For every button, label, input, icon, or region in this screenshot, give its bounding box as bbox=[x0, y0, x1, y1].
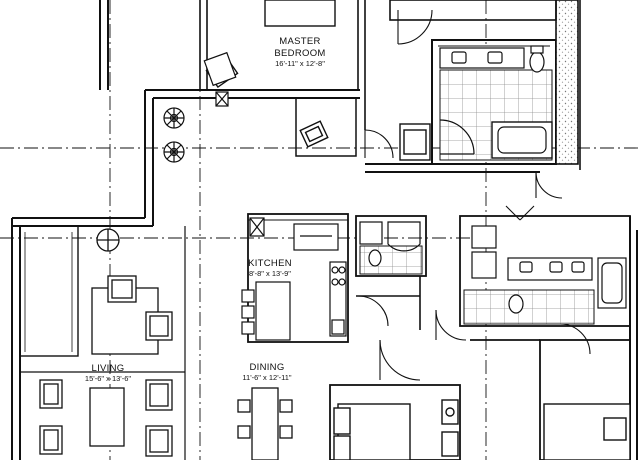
dining-dimensions: 11'-6" x 12'-11" bbox=[242, 373, 292, 382]
living-dimensions: 15'-6" x 13'-6" bbox=[85, 374, 131, 383]
master-bedroom-label-line2: BEDROOM bbox=[274, 48, 325, 59]
kitchen-label: KITCHEN bbox=[248, 258, 292, 269]
master-bedroom-label-line1: MASTER bbox=[279, 36, 320, 47]
master-bedroom-dimensions: 16'-11" x 12'-8" bbox=[275, 59, 325, 68]
kitchen-fixtures bbox=[241, 217, 347, 341]
bathroom-fixtures bbox=[359, 45, 627, 314]
light-fixtures bbox=[163, 107, 185, 163]
walls bbox=[11, 0, 638, 460]
columns bbox=[203, 51, 237, 107]
room-labels: MASTER BEDROOM 16'-11" x 12'-8" KITCHEN … bbox=[85, 36, 325, 383]
dining-furniture bbox=[237, 387, 293, 460]
dining-label: DINING bbox=[249, 362, 284, 373]
kitchen-dimensions: 8'-8" x 13'-9" bbox=[249, 269, 291, 278]
living-label: LIVING bbox=[92, 363, 125, 374]
door-swings bbox=[357, 9, 591, 381]
living-furniture bbox=[39, 228, 173, 457]
